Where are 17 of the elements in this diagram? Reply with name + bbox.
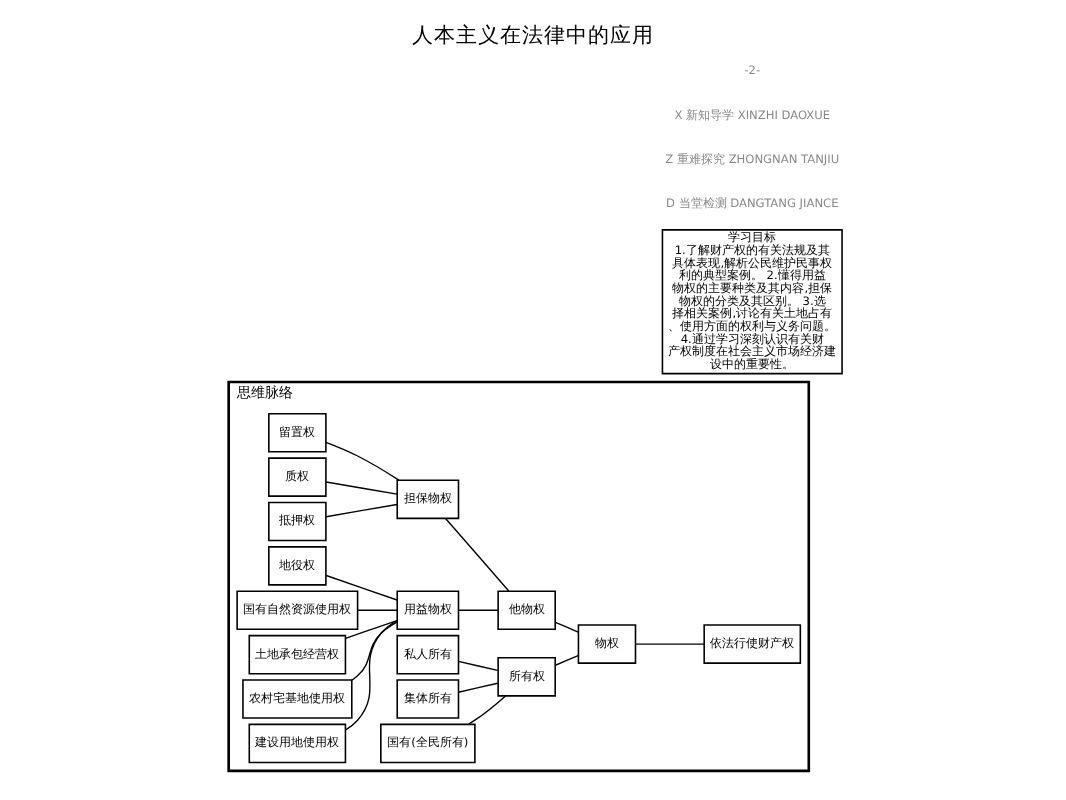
connector (344, 619, 398, 639)
connector (351, 621, 398, 681)
connector (457, 682, 499, 693)
connector (554, 655, 579, 666)
connector (357, 609, 398, 611)
diagram-title: 人本主义在法律中的应用 (412, 23, 654, 48)
connector (325, 574, 398, 601)
connector (467, 695, 506, 725)
connector (325, 441, 400, 481)
connector (345, 620, 398, 731)
connector (554, 621, 579, 633)
connector (457, 609, 499, 611)
connector (634, 643, 705, 645)
connector (444, 517, 510, 592)
connector (325, 503, 398, 518)
connector (457, 660, 499, 672)
connector (325, 481, 398, 495)
